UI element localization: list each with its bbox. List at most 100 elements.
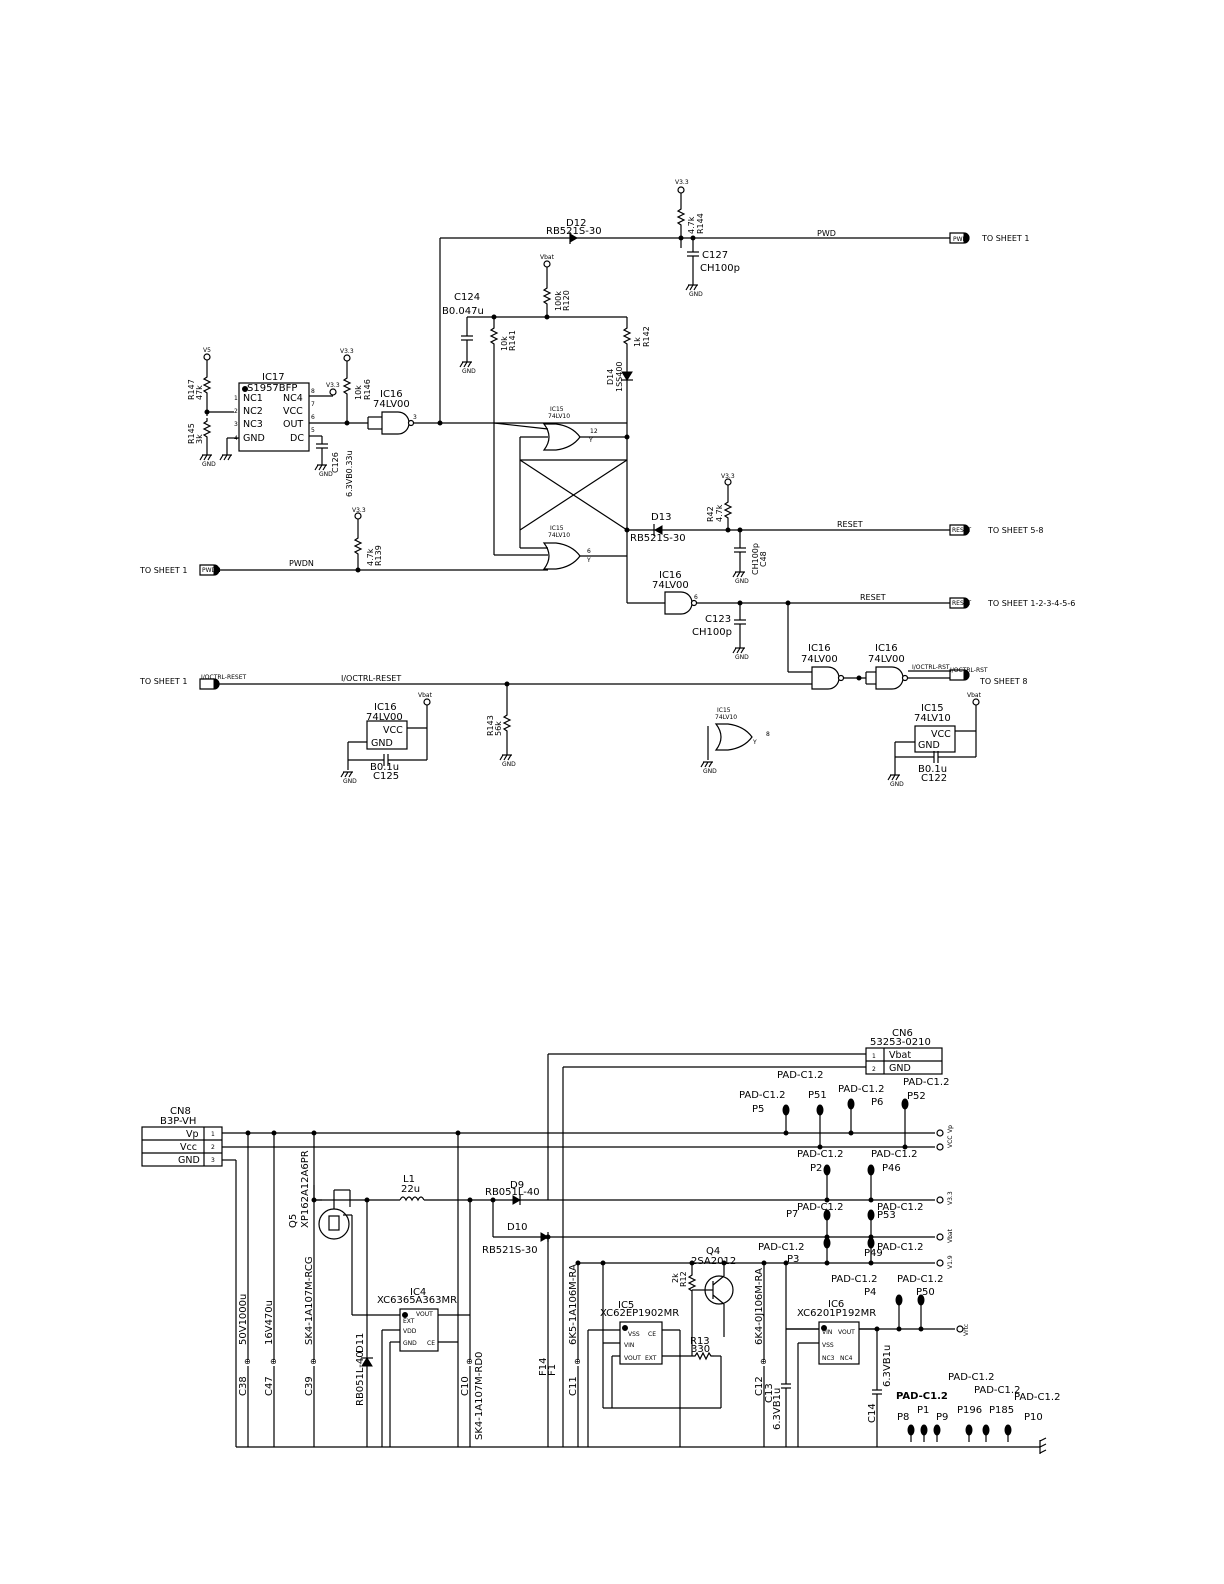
c12-ref: C12	[754, 1376, 765, 1396]
ic4-ref: IC4	[410, 1287, 426, 1298]
c39-val: SK4-1A107M-RCG	[304, 1256, 315, 1345]
v19-terminal-label: V1.9	[947, 1255, 954, 1269]
ic17-num-8: 8	[311, 388, 315, 395]
ioctrl-rst-sheet-ref: TO SHEET 8	[979, 677, 1027, 686]
r120-val: 100k	[554, 291, 563, 311]
svg-text:⊕: ⊕	[760, 1357, 767, 1366]
ic16d-part: 74LV00	[868, 654, 905, 665]
d10-ref: D10	[507, 1222, 527, 1233]
cn6-pin1-num: 1	[872, 1053, 876, 1060]
d11-ref: D11	[355, 1333, 366, 1353]
pad-p49-type: PAD-C1.2	[877, 1242, 923, 1253]
r142-val: 1k	[633, 337, 642, 347]
r12-ref: R12	[679, 1271, 688, 1287]
r144-ref: R144	[696, 213, 705, 234]
r13-val: 330	[691, 1344, 710, 1355]
pad-p51-type: PAD-C1.2	[777, 1070, 823, 1081]
ioctrl-rst-net: I/OCTRL-RST	[912, 664, 950, 671]
reset-58-net: RESET	[837, 520, 863, 529]
pad-p52-ref: P52	[907, 1091, 926, 1102]
d14-part: 1SS400	[615, 361, 624, 392]
c48-val: CH100p	[751, 543, 760, 575]
c122-val: B0.1u	[918, 764, 947, 775]
r147-ref: R147	[187, 379, 196, 400]
ic17-num-1: 1	[234, 395, 238, 402]
ic15c-out-y: Y	[752, 739, 757, 746]
c14-val: 6.3VB1u	[882, 1345, 893, 1387]
ic15a-part: 74LV10	[548, 413, 570, 420]
pad-p10-ref: P10	[1024, 1412, 1043, 1423]
reset-58-sheet-ref: TO SHEET 5-8	[987, 526, 1043, 535]
l1-val: 22u	[401, 1184, 420, 1195]
cn8-pin3-num: 3	[211, 1157, 215, 1164]
ic16c-part: 74LV00	[801, 654, 838, 665]
r143-ref: R143	[486, 715, 495, 736]
ic4-pin-vdd: VDD	[403, 1328, 417, 1335]
r142-ref: R142	[642, 326, 651, 347]
ic6-pin-vss: VSS	[822, 1342, 834, 1349]
c10-val: SK4-1A107M-RD0	[474, 1352, 485, 1440]
ic16-pwr-ref: IC16	[374, 702, 397, 713]
r145-ref: R145	[187, 423, 196, 444]
pad-p4-type: PAD-C1.2	[831, 1274, 877, 1285]
c124-val: B0.047u	[442, 306, 484, 317]
cn6-part: 53253-0210	[870, 1037, 931, 1048]
cn8-part: B3P-VH	[160, 1116, 196, 1127]
ic15a-out-pin: 12	[590, 428, 598, 435]
pwdn-port-label: PWDN	[202, 567, 221, 574]
pad-p5-type: PAD-C1.2	[739, 1090, 785, 1101]
pad-p50-type: PAD-C1.2	[897, 1274, 943, 1285]
svg-text:⊕: ⊕	[574, 1357, 581, 1366]
ic15-pwr-part: 74LV10	[914, 713, 951, 724]
ic6-pin-nc3: NC3	[822, 1355, 835, 1362]
v33-top-label: V3.3	[675, 179, 689, 186]
vbat-terminal-label: Vbat	[947, 1228, 954, 1243]
r146-val: 10k	[354, 385, 363, 400]
pad-p7-type: PAD-C1.2	[797, 1202, 843, 1213]
pad-p185-ref: P185	[989, 1405, 1014, 1416]
pad-p46-type: PAD-C1.2	[871, 1149, 917, 1160]
r12-val: 2k	[671, 1273, 680, 1283]
pad-p8-ref: P8	[897, 1412, 909, 1423]
r144-val: 4.7k	[687, 216, 696, 234]
d9-ref: D9	[510, 1180, 524, 1191]
ic5-part: XC62EP1902MR	[600, 1308, 679, 1319]
r147-val: 47k	[195, 385, 204, 400]
r146-ref: R146	[363, 379, 372, 400]
ic5-pin-ce: CE	[648, 1331, 656, 1338]
cn6-ref: CN6	[892, 1028, 913, 1039]
ic16a-out-pin: 3	[413, 414, 417, 421]
ic5-ref: IC5	[618, 1300, 634, 1311]
d12-part: RB521S-30	[546, 226, 602, 237]
vp-terminal: VCC Vp	[936, 1125, 954, 1151]
ic17-pin-vcc: VCC	[283, 406, 303, 417]
ic16a-part: 74LV00	[373, 399, 410, 410]
ioctrl-sheet-ref: TO SHEET 1	[139, 677, 187, 686]
c38-ref: C38	[238, 1376, 249, 1396]
ioctrl-port-label: I/OCTRL-RESET	[201, 674, 246, 681]
pad-p1-ref: P1	[917, 1405, 929, 1416]
c47-ref: C47	[264, 1376, 275, 1396]
cn8-pin2-num: 2	[211, 1144, 215, 1151]
vrtc-terminal-label: Vrtc	[963, 1324, 970, 1336]
cn6-pin2-name: GND	[889, 1063, 911, 1074]
reset-58-port-label: RESET	[952, 527, 972, 534]
v5-label: V5	[203, 347, 211, 354]
c123-ref: C123	[705, 614, 731, 625]
c123-val: CH100p	[692, 627, 732, 638]
ic16d-ref: IC16	[875, 643, 898, 654]
pad-p53-type: PAD-C1.2	[877, 1202, 923, 1213]
pad-p4-ref: P4	[864, 1287, 876, 1298]
ic4-pin-vout: VOUT	[416, 1311, 433, 1318]
ic17-num-5: 5	[311, 427, 315, 434]
r145-val: 3k	[195, 434, 204, 444]
pwd-net-label: PWD	[817, 229, 836, 238]
ic5-pin-ext: EXT	[645, 1355, 657, 1362]
d10-part: RB521S-30	[482, 1245, 538, 1256]
c13-val: 6.3VB1u	[772, 1388, 783, 1430]
r139-val: 4.7k	[366, 548, 375, 566]
pwd-port-label: PWD	[953, 236, 968, 243]
svg-text:⊕: ⊕	[466, 1357, 473, 1366]
c126-gnd: GND	[319, 471, 333, 478]
